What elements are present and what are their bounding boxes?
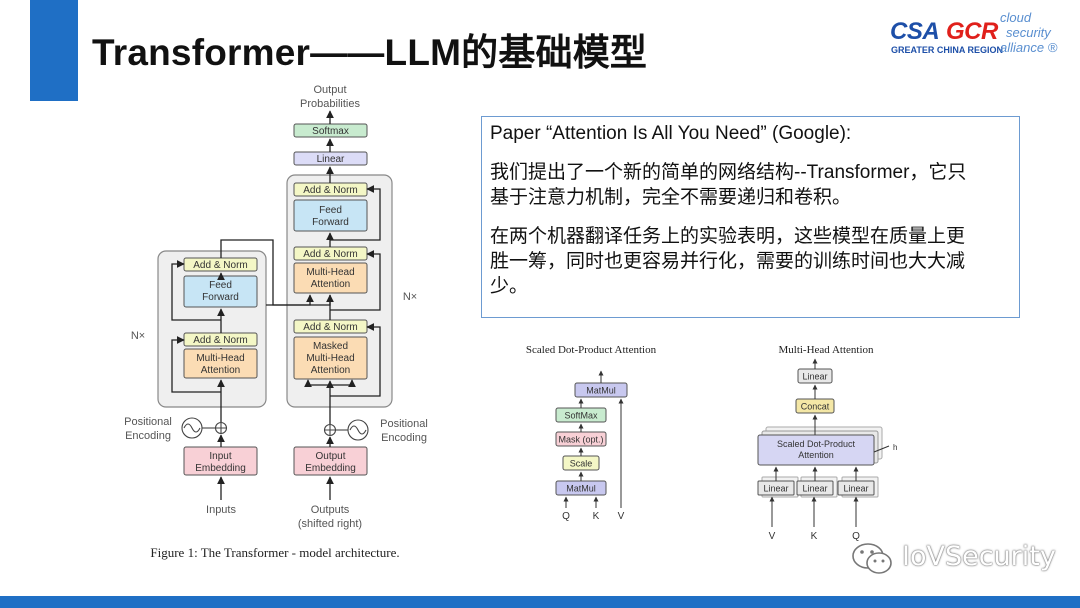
decoder-mha-line1: Multi-Head (306, 267, 354, 278)
encoder-mha-line2: Attention (201, 365, 240, 376)
pos-enc-left-line2: Encoding (125, 430, 171, 442)
sdpa-scale-label: Scale (570, 459, 593, 469)
outputs-label-line1: Outputs (311, 504, 350, 516)
summary-line: 我们提出了一个新的简单的网络结构--Transformer，它只 (490, 162, 967, 183)
output-linear-label: Linear (317, 154, 345, 165)
outputs-label-line2: (shifted right) (298, 518, 362, 530)
output-softmax-label: Softmax (312, 126, 349, 137)
decoder-ff-line1: Feed (319, 205, 342, 216)
encoder-block (157, 250, 267, 408)
decoder-add-norm-top-label: Add & Norm (303, 185, 357, 196)
pos-enc-right-line1: Positional (380, 418, 428, 430)
logo-region-text: GREATER CHINA REGION (891, 45, 1004, 55)
logo-gcr-text: GCR (946, 18, 998, 45)
sdpa-v-label: V (618, 511, 625, 522)
masked-mha-line3: Attention (311, 365, 350, 376)
mha-title: Multi-Head Attention (778, 344, 874, 356)
mha-sdpa-block (757, 434, 875, 466)
mha-q-label: Q (852, 531, 860, 542)
decoder-feed-forward (293, 199, 368, 232)
decoder-nx-label: N× (403, 291, 417, 303)
mha-k-label: K (811, 531, 818, 542)
mha-linear-k-label: Linear (802, 484, 827, 494)
decoder-masked-attention (293, 336, 368, 380)
encoder-ff-line2: Forward (202, 292, 239, 303)
input-embedding-line2: Embedding (195, 463, 246, 474)
mha-concat-label: Concat (801, 402, 830, 412)
wechat-watermark: IoVSecurity (850, 538, 1056, 578)
sdpa-arrows (563, 370, 624, 508)
mha-sdpa-line2: Attention (798, 450, 834, 460)
encoder-add-norm-bottom-label: Add & Norm (193, 335, 247, 346)
wechat-icon (852, 543, 892, 574)
paper-summary-box: Paper “Attention Is All You Need” (Googl… (481, 116, 1020, 318)
encoder-nx-label: N× (131, 330, 145, 342)
mha-linear-v-label: Linear (763, 484, 788, 494)
logo-cloud-text: cloud security alliance ® (1000, 10, 1057, 55)
summary-line: 基于注意力机制，完全不需要递归和卷积。 (490, 187, 852, 208)
title-accent-bar (30, 0, 78, 101)
logo-cloud-line: alliance ® (1000, 40, 1058, 55)
watermark-text: IoVSecurity (902, 541, 1056, 572)
slide-title: Transformer——LLM的基础模型 (92, 32, 648, 73)
output-probabilities-line1: Output (313, 84, 346, 96)
mha-v-label: V (769, 531, 776, 542)
mha-h-label: h (893, 443, 897, 452)
decoder-ff-line2: Forward (312, 217, 349, 228)
mha-linear-top-label: Linear (802, 372, 827, 382)
pos-enc-right-line2: Encoding (381, 432, 427, 444)
pos-enc-left-line1: Positional (124, 416, 172, 428)
decoder-add-norm-bottom-label: Add & Norm (303, 322, 357, 333)
mha-linear-stacks (757, 476, 879, 498)
figure-caption: Figure 1: The Transformer - model archit… (150, 545, 399, 560)
sdpa-softmax-label: SoftMax (564, 411, 598, 421)
mha-arrows (769, 358, 890, 527)
summary-line: 胜一筹，同时也更容易并行化，需要的训练时间也大大减 (490, 251, 966, 272)
output-probabilities-line2: Probabilities (300, 98, 360, 110)
input-embedding-line1: Input (209, 451, 231, 462)
summary-line: 少。 (490, 276, 529, 297)
paper-heading: Paper “Attention Is All You Need” (Googl… (490, 123, 852, 144)
inputs-label: Inputs (206, 504, 236, 516)
masked-mha-line1: Masked (313, 341, 348, 352)
sdpa-matmul-bottom-label: MatMul (566, 484, 596, 494)
summary-line: 在两个机器翻译任务上的实验表明，这些模型在质量上更 (490, 226, 966, 247)
decoder-multi-head-attention (293, 262, 368, 294)
bottom-accent-bar (0, 596, 1080, 608)
encoder-add-norm-top-label: Add & Norm (193, 260, 247, 271)
mha-linear-q-label: Linear (843, 484, 868, 494)
sdpa-q-label: Q (562, 511, 570, 522)
output-embedding-line1: Output (315, 451, 345, 462)
pos-encoding-symbols (181, 417, 369, 441)
output-embedding-line2: Embedding (305, 463, 356, 474)
encoder-ff-line1: Feed (209, 280, 232, 291)
logo-cloud-line: cloud (1000, 10, 1032, 25)
decoder-mha-line2: Attention (311, 279, 350, 290)
transformer-flow-arrows (171, 110, 381, 500)
sdpa-k-label: K (593, 511, 600, 522)
logo-cloud-line: security (1006, 25, 1051, 40)
sdpa-title: Scaled Dot-Product Attention (526, 344, 657, 356)
masked-mha-line2: Multi-Head (306, 353, 354, 364)
sdpa-mask-label: Mask (opt.) (558, 435, 603, 445)
encoder-mha-line1: Multi-Head (196, 353, 244, 364)
logo-csa-text: CSA (890, 18, 940, 45)
csa-gcr-logo: CSA GCR GREATER CHINA REGION cloud secur… (890, 10, 1070, 60)
sdpa-matmul-top-label: MatMul (586, 386, 616, 396)
decoder-add-norm-mid-label: Add & Norm (303, 249, 357, 260)
mha-sdpa-line1: Scaled Dot-Product (777, 439, 856, 449)
